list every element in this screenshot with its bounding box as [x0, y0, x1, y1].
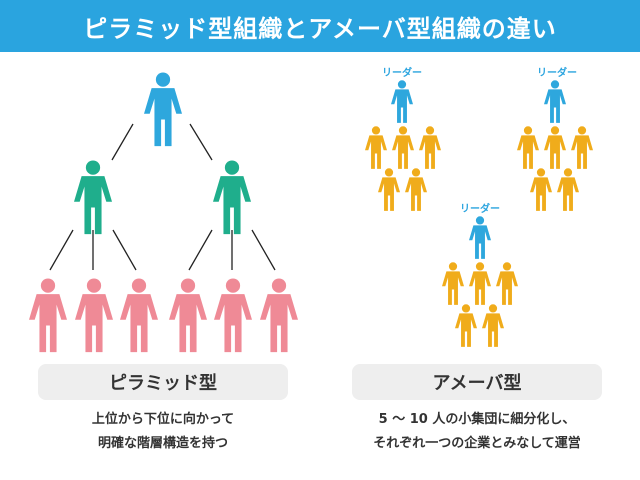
person-icon [74, 160, 112, 235]
person-icon [213, 160, 251, 235]
person-icon [419, 126, 441, 169]
person-icon [442, 262, 464, 305]
person-icon [29, 278, 67, 353]
amoeba-group-1: リーダー [365, 66, 441, 211]
person-icon [365, 126, 387, 169]
connector-line [251, 229, 276, 271]
person-icon [392, 126, 414, 169]
leader-person-icon [544, 80, 566, 123]
pyramid-label-box: ピラミッド型 [38, 364, 288, 400]
amoeba-label: アメーバ型 [432, 373, 522, 394]
page-title: ピラミッド型組織とアメーバ型組織の違い [83, 14, 557, 43]
leader-person-icon [469, 216, 491, 259]
person-icon [169, 278, 207, 353]
pyramid-desc-line1: 上位から下位に向かって [91, 412, 235, 427]
pyramid-description: 上位から下位に向かって 明確な階層構造を持つ [13, 408, 313, 456]
leader-label: リーダー [460, 202, 500, 215]
leader-person-icon [391, 80, 413, 123]
connector-line [189, 123, 213, 161]
title-bar: ピラミッド型組織とアメーバ型組織の違い [0, 0, 640, 52]
pyramid-label: ピラミッド型 [109, 373, 217, 394]
amoeba-description: 5 〜 10 人の小集団に細分化し、 それぞれ一つの企業とみなして運営 [327, 408, 627, 456]
person-icon [260, 278, 298, 353]
connector-line [188, 229, 213, 271]
pyramid-top-person [144, 72, 182, 147]
person-icon [557, 168, 579, 211]
person-icon [571, 126, 593, 169]
pyramid-middle-persons [74, 160, 251, 235]
leader-label: リーダー [382, 66, 422, 79]
person-icon [378, 168, 400, 211]
person-icon [496, 262, 518, 305]
person-icon [517, 126, 539, 169]
person-icon [405, 168, 427, 211]
amoeba-desc-line1: 5 〜 10 人の小集団に細分化し、 [378, 412, 576, 427]
amoeba-label-box: アメーバ型 [352, 364, 602, 400]
person-icon [120, 278, 158, 353]
person-icon [530, 168, 552, 211]
connector-line [111, 123, 134, 161]
amoeba-group-2: リーダー [517, 66, 593, 211]
person-icon [544, 126, 566, 169]
person-icon [214, 278, 252, 353]
amoeba-desc-line2: それぞれ一つの企業とみなして運営 [373, 436, 581, 451]
person-icon [469, 262, 491, 305]
amoeba-group-3: リーダー [442, 202, 518, 347]
org-diagram: リーダー リーダー リーダー [29, 66, 593, 353]
person-icon [482, 304, 504, 347]
person-icon [75, 278, 113, 353]
pyramid-desc-line2: 明確な階層構造を持つ [97, 436, 228, 451]
pyramid-connectors [49, 123, 276, 271]
leader-label: リーダー [537, 66, 577, 79]
connector-line [112, 229, 137, 271]
pyramid-bottom-persons [29, 278, 298, 353]
connector-line [49, 229, 74, 271]
person-icon [455, 304, 477, 347]
